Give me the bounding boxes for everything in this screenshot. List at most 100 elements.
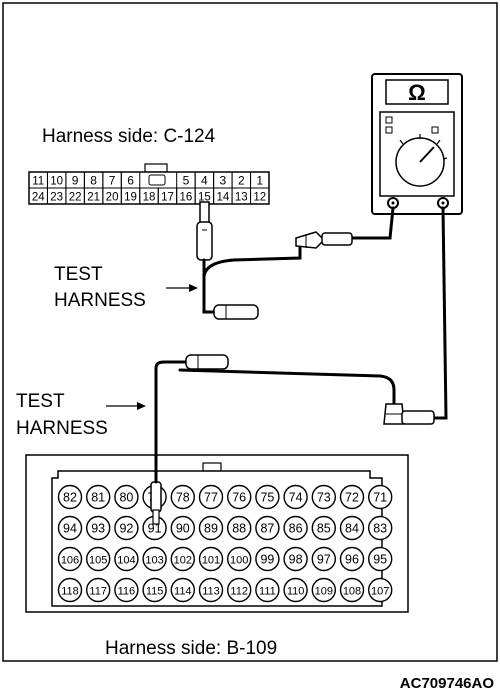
c124-pin-label: 10 [50, 176, 63, 188]
b109-pin [198, 515, 224, 541]
b109-pin-label: 99 [260, 553, 274, 567]
b109-pin [85, 577, 111, 603]
b109-pin [368, 577, 393, 603]
b109-pin [170, 515, 196, 541]
b109-pin [283, 577, 308, 603]
c124-pin-label: 24 [32, 192, 45, 204]
b109-pin-label: 114 [174, 586, 192, 598]
b109-pin [283, 546, 308, 572]
test-harness-probe-top [196, 201, 213, 261]
b109-pin-label: 81 [91, 491, 105, 505]
wire-bottom-harness [178, 368, 396, 406]
connector-b109: 8281807978777675747372719493929190898887… [25, 454, 409, 613]
b109-pin-label: 104 [117, 555, 135, 567]
ohmmeter-button-1 [385, 116, 393, 124]
c124-pin-label: 17 [161, 192, 174, 204]
b109-pin [142, 546, 167, 572]
c124-pin-label: 5 [183, 174, 190, 188]
ohmmeter-display [385, 79, 449, 105]
b109-pin-label: 80 [119, 491, 133, 505]
b109-pin-label: 87 [260, 522, 274, 536]
alligator-clip-bottom [383, 403, 435, 425]
b109-pin-label: 108 [343, 586, 361, 598]
c124-pin-label: 21 [87, 192, 100, 204]
b109-pin-label: 73 [317, 491, 331, 505]
c124-pin-label: 9 [72, 174, 79, 188]
b109-pin-label: 115 [146, 586, 164, 598]
b109-pin [85, 515, 111, 541]
c124-pin-label: 6 [127, 174, 134, 188]
b109-pin [57, 515, 83, 541]
b109-pin [255, 546, 280, 572]
b109-pin [311, 515, 336, 541]
ohm-symbol: Ω [408, 80, 426, 105]
b109-pin-label: 112 [230, 586, 248, 598]
c124-pin-label: 13 [235, 192, 248, 204]
c124-pin-label: 8 [90, 174, 97, 188]
b109-pin-label: 106 [61, 555, 79, 567]
c124-pin-label: 19 [124, 192, 137, 204]
b109-pin-label: 90 [176, 522, 190, 536]
b109-pin-label: 98 [289, 553, 303, 567]
b109-pin-label: 116 [118, 586, 136, 598]
connector-b109-tab [202, 462, 222, 472]
b109-pin [170, 484, 196, 510]
ohmmeter-jack-left-pin [391, 201, 395, 205]
b109-pin [368, 484, 393, 510]
b109-pin-label: 83 [373, 522, 387, 536]
b109-pin [114, 484, 139, 510]
c124-pin-label: 20 [106, 192, 119, 204]
b109-pin-label: 117 [89, 586, 107, 598]
b109-pin [255, 484, 280, 510]
b109-pin-label: 85 [317, 522, 331, 536]
b109-pin [114, 515, 139, 541]
c124-pin-label: 7 [109, 174, 116, 188]
b109-pin-label: 74 [289, 491, 303, 505]
b109-pin-label: 94 [63, 522, 77, 536]
b109-pin-label: 96 [345, 553, 359, 567]
c124-pin-label: 2 [238, 174, 245, 188]
c124-pin-label: 4 [201, 174, 208, 188]
test-harness-probe-bottom [150, 481, 162, 525]
test-harness-arrow-2 [106, 402, 146, 410]
b109-pin-label: 92 [119, 522, 133, 536]
b109-pin [57, 484, 83, 510]
b109-pin-label: 95 [373, 553, 387, 567]
b109-pin-label: 101 [202, 555, 220, 567]
test-leads [154, 206, 448, 484]
b109-pin [311, 577, 336, 603]
c124-pin-label: 11 [32, 176, 44, 188]
c124-pin-label: 22 [69, 192, 82, 204]
c124-pin-label: 23 [50, 192, 63, 204]
c124-pin-label: 14 [216, 192, 229, 204]
ohmmeter: Ω [371, 73, 463, 215]
b109-pin [142, 577, 167, 603]
test-harness-arrow-1 [166, 284, 198, 292]
c124-pin-label: 1 [256, 174, 263, 188]
b109-pin [170, 546, 196, 572]
c124-pin-label: 18 [143, 192, 156, 204]
b109-pin [283, 484, 308, 510]
diagram-frame [2, 2, 498, 662]
c124-pin-label: 3 [220, 174, 227, 188]
b109-pin [255, 577, 280, 603]
b109-pin [85, 484, 111, 510]
b109-pin [226, 484, 252, 510]
b109-pin [339, 577, 365, 603]
b109-pin [339, 515, 365, 541]
wire-probe-branch [202, 240, 314, 278]
ohmmeter-button-2 [385, 126, 393, 134]
b109-pin-label: 91 [148, 522, 162, 536]
c124-pin-label: 12 [253, 192, 266, 204]
ohmmeter-jack-right-pin [441, 201, 445, 205]
ohmmeter-button-3 [431, 126, 439, 134]
b109-pin-label: 77 [204, 491, 218, 505]
b109-pin-label: 88 [232, 522, 246, 536]
b109-pin [226, 577, 252, 603]
test-harness-label-1-line1: TEST [54, 264, 103, 285]
b109-pin [114, 546, 139, 572]
figure-code: AC709746AO [400, 675, 495, 692]
c124-pin-cell [250, 187, 270, 205]
b109-pin-label: 71 [373, 491, 387, 505]
